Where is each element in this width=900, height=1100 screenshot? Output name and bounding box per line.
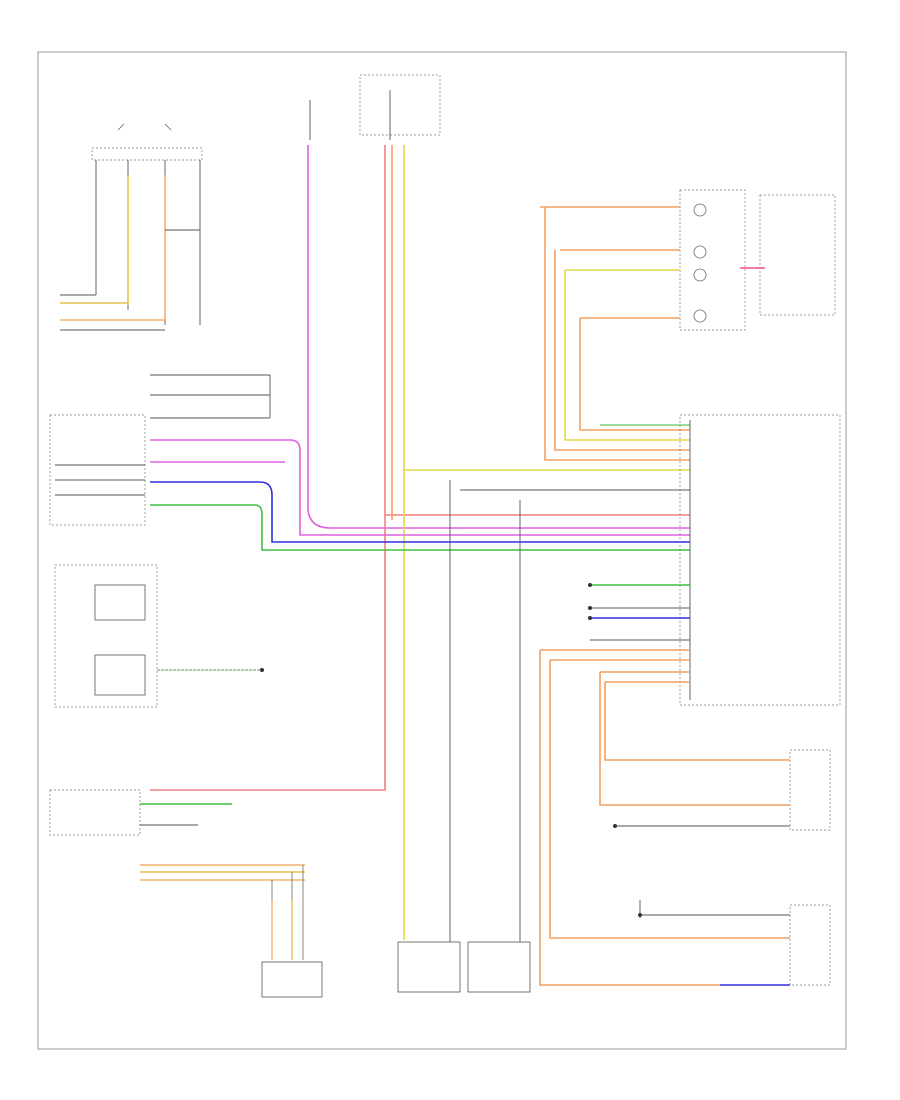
steering-control-module [679,189,836,331]
passenger-seat-switches [397,480,690,993]
diagram-frame [37,51,847,1050]
body-control-module-connector [679,414,841,706]
seat-switch-block [60,123,203,331]
fuse-block-top [309,74,441,140]
green-wire [150,504,690,551]
pink-wire [150,145,386,791]
passenger-presence-sensor [49,789,323,998]
blue-wire [150,481,690,543]
ground-icon [260,583,642,917]
right-seat-assembly [789,749,831,986]
passenger-presence-switch [49,374,271,526]
instrument-cluster [54,564,262,708]
violet-wire [307,145,690,529]
